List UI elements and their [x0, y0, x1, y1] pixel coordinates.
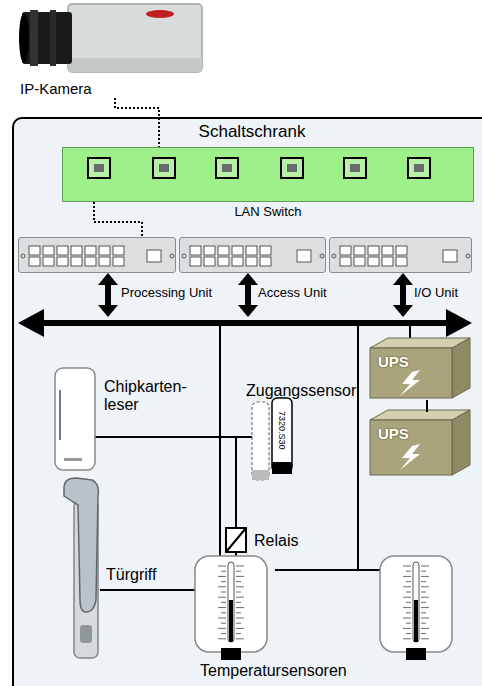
access-sensor-picture [252, 398, 292, 480]
part-label: Relais [254, 532, 298, 550]
part-label: Chipkarten- leser [104, 378, 194, 415]
cabinet-box: SchaltschrankLAN SwitchProcessing UnitAc… [12, 117, 482, 686]
network-cable [115, 98, 159, 147]
unit-box: Processing Unit [18, 237, 176, 273]
unit-box: I/O Unit [329, 237, 472, 273]
switch-bar: LAN Switch [62, 147, 474, 202]
node-label: IP-Kamera [20, 80, 92, 97]
node-label: I/O Unit [414, 286, 458, 301]
node-label: UPS [378, 353, 409, 370]
device-marking: 7320.S30 [277, 411, 287, 450]
node-label: Processing Unit [121, 286, 212, 301]
unit-ports [19, 238, 177, 274]
card-reader-picture [55, 368, 95, 470]
ip-camera-picture [19, 4, 202, 72]
door-handle-picture [64, 478, 98, 658]
switch-ports [63, 148, 475, 203]
node-label: UPS [378, 425, 409, 442]
node-label: Access Unit [258, 286, 327, 301]
relay-symbol [226, 528, 246, 552]
part-label: Türgriff [106, 566, 156, 584]
unit-arrows [98, 273, 413, 317]
unit-ports [330, 238, 473, 274]
power-wire [426, 400, 428, 412]
thermometer-pictures [195, 556, 452, 660]
unit-box: Access Unit [179, 237, 326, 273]
cabinet-ground [12, 117, 482, 686]
camera-node: IP-Kamera [18, 0, 208, 98]
ups-box: UPS [372, 350, 454, 400]
node-label: LAN Switch [63, 205, 473, 220]
cabinet-title: Schaltschrank [14, 122, 482, 142]
part-label: Zugangssensor [246, 382, 356, 400]
network-cable [94, 202, 142, 237]
ups-boxes [370, 338, 470, 475]
part-label: Temperatursensoren [200, 662, 347, 680]
wires [95, 326, 410, 591]
unit-ports [180, 238, 327, 274]
ups-box: UPS [372, 422, 454, 477]
